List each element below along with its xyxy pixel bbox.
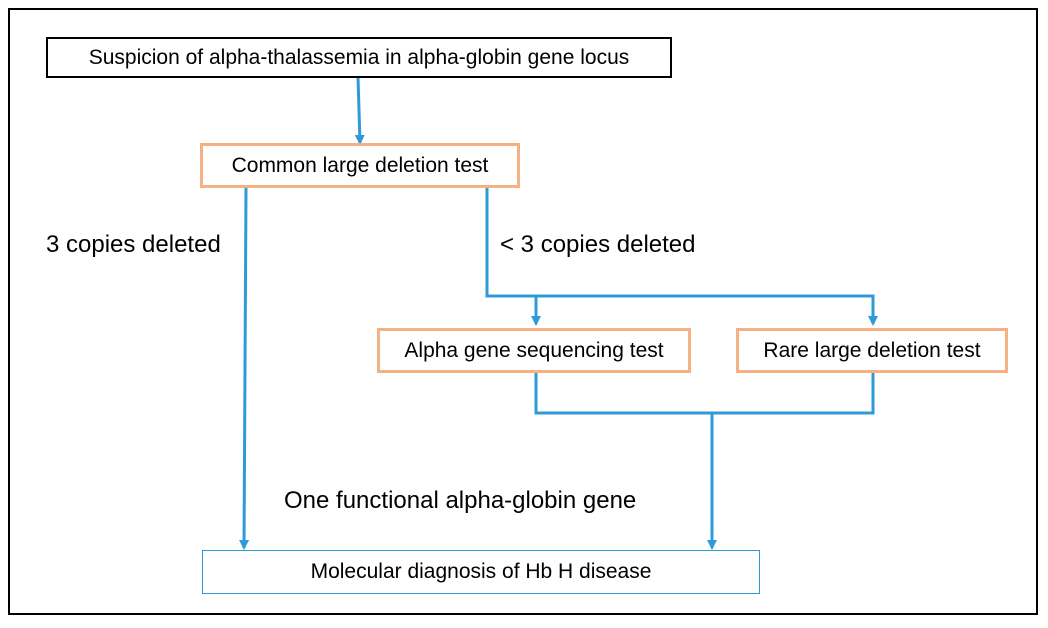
- common-large-deletion-test-node: Common large deletion test: [200, 143, 520, 188]
- arrow-common-to-diagnosis: [239, 187, 250, 550]
- label-3-copies-deleted: 3 copies deleted: [46, 231, 221, 258]
- arrow-suspicion-to-common: [354, 76, 365, 145]
- suspicion-node: Suspicion of alpha-thalassemia in alpha-…: [46, 37, 672, 78]
- connector-tests-merge: [534, 373, 875, 415]
- alpha-gene-sequencing-test-node: Alpha gene sequencing test: [377, 328, 691, 373]
- rare-large-deletion-test-node: Rare large deletion test: [736, 328, 1008, 373]
- connector-common-to-branch: [485, 188, 878, 326]
- diagram-frame: [8, 8, 1038, 615]
- hb-h-diagnosis-node: Molecular diagnosis of Hb H disease: [202, 550, 760, 594]
- label-less-than-3-copies-deleted: < 3 copies deleted: [500, 231, 696, 258]
- label-one-functional-gene: One functional alpha-globin gene: [284, 487, 637, 514]
